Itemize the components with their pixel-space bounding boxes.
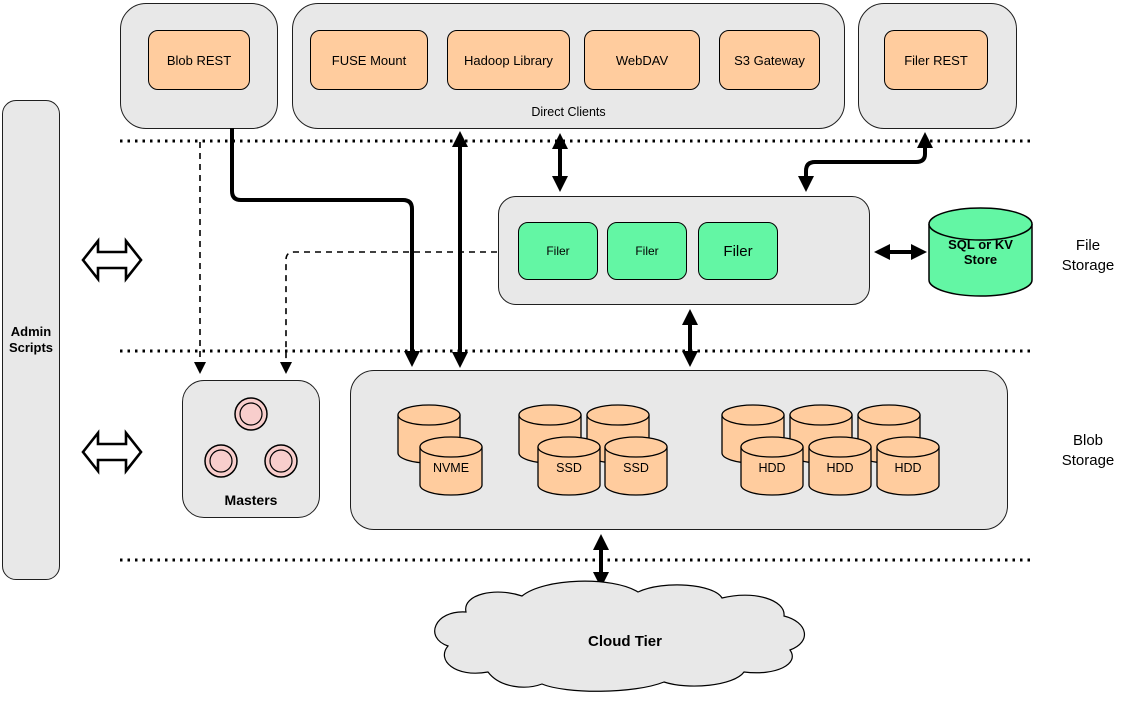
sql-kv-store-label: SQL or KV Store: [948, 237, 1013, 267]
admin-scripts-panel: Admin Scripts: [2, 100, 60, 580]
fuse-mount-label: FUSE Mount: [331, 52, 407, 68]
hdd-label-2: HDD: [826, 461, 854, 475]
cloud-tier-label: Cloud Tier: [588, 633, 662, 650]
dashed-connectors: [199, 142, 497, 362]
blob-rest-to-blob-storage-line: [230, 128, 414, 351]
hdd-label-3: HDD: [894, 461, 922, 475]
nvme-label: NVME: [432, 461, 470, 475]
ssd-label-2: SSD: [623, 461, 649, 475]
filer-to-masters-line: [285, 251, 497, 362]
blob-rest-box: Blob REST: [148, 30, 250, 90]
blob-storage-container: [350, 370, 1008, 530]
hadoop-library-label: Hadoop Library: [464, 52, 553, 68]
filer-rest-label: Filer REST: [904, 52, 968, 68]
ssd-label-1: SSD: [556, 461, 582, 475]
s3-gateway-box: S3 Gateway: [719, 30, 820, 90]
filer-rest-to-filer-line: [804, 148, 927, 176]
hdd-label-1: HDD: [758, 461, 786, 475]
filer-box-1: Filer: [518, 222, 598, 280]
direct-clients-caption: Direct Clients: [531, 105, 606, 119]
file-storage-tier-label: File Storage: [1061, 237, 1115, 274]
admin-file-storage-arrow: [81, 237, 143, 283]
filer-label-3: Filer: [723, 242, 753, 260]
webdav-box: WebDAV: [584, 30, 700, 90]
webdav-label: WebDAV: [615, 52, 669, 68]
admin-blob-storage-arrow: [81, 429, 143, 475]
filer-label-2: Filer: [635, 244, 659, 258]
filer-label-1: Filer: [546, 244, 570, 258]
blob-storage-tier-label: Blob Storage: [1061, 432, 1115, 469]
dashed-arrowheads: [194, 362, 292, 374]
fuse-mount-box: FUSE Mount: [310, 30, 428, 90]
s3-gateway-label: S3 Gateway: [734, 52, 805, 68]
filer-rest-box: Filer REST: [884, 30, 988, 90]
blob-rest-label: Blob REST: [166, 52, 232, 68]
filer-box-2: Filer: [607, 222, 687, 280]
admin-scripts-label: Admin Scripts: [8, 323, 54, 355]
filer-box-3: Filer: [698, 222, 778, 280]
hadoop-library-box: Hadoop Library: [447, 30, 570, 90]
masters-label: Masters: [224, 492, 278, 508]
